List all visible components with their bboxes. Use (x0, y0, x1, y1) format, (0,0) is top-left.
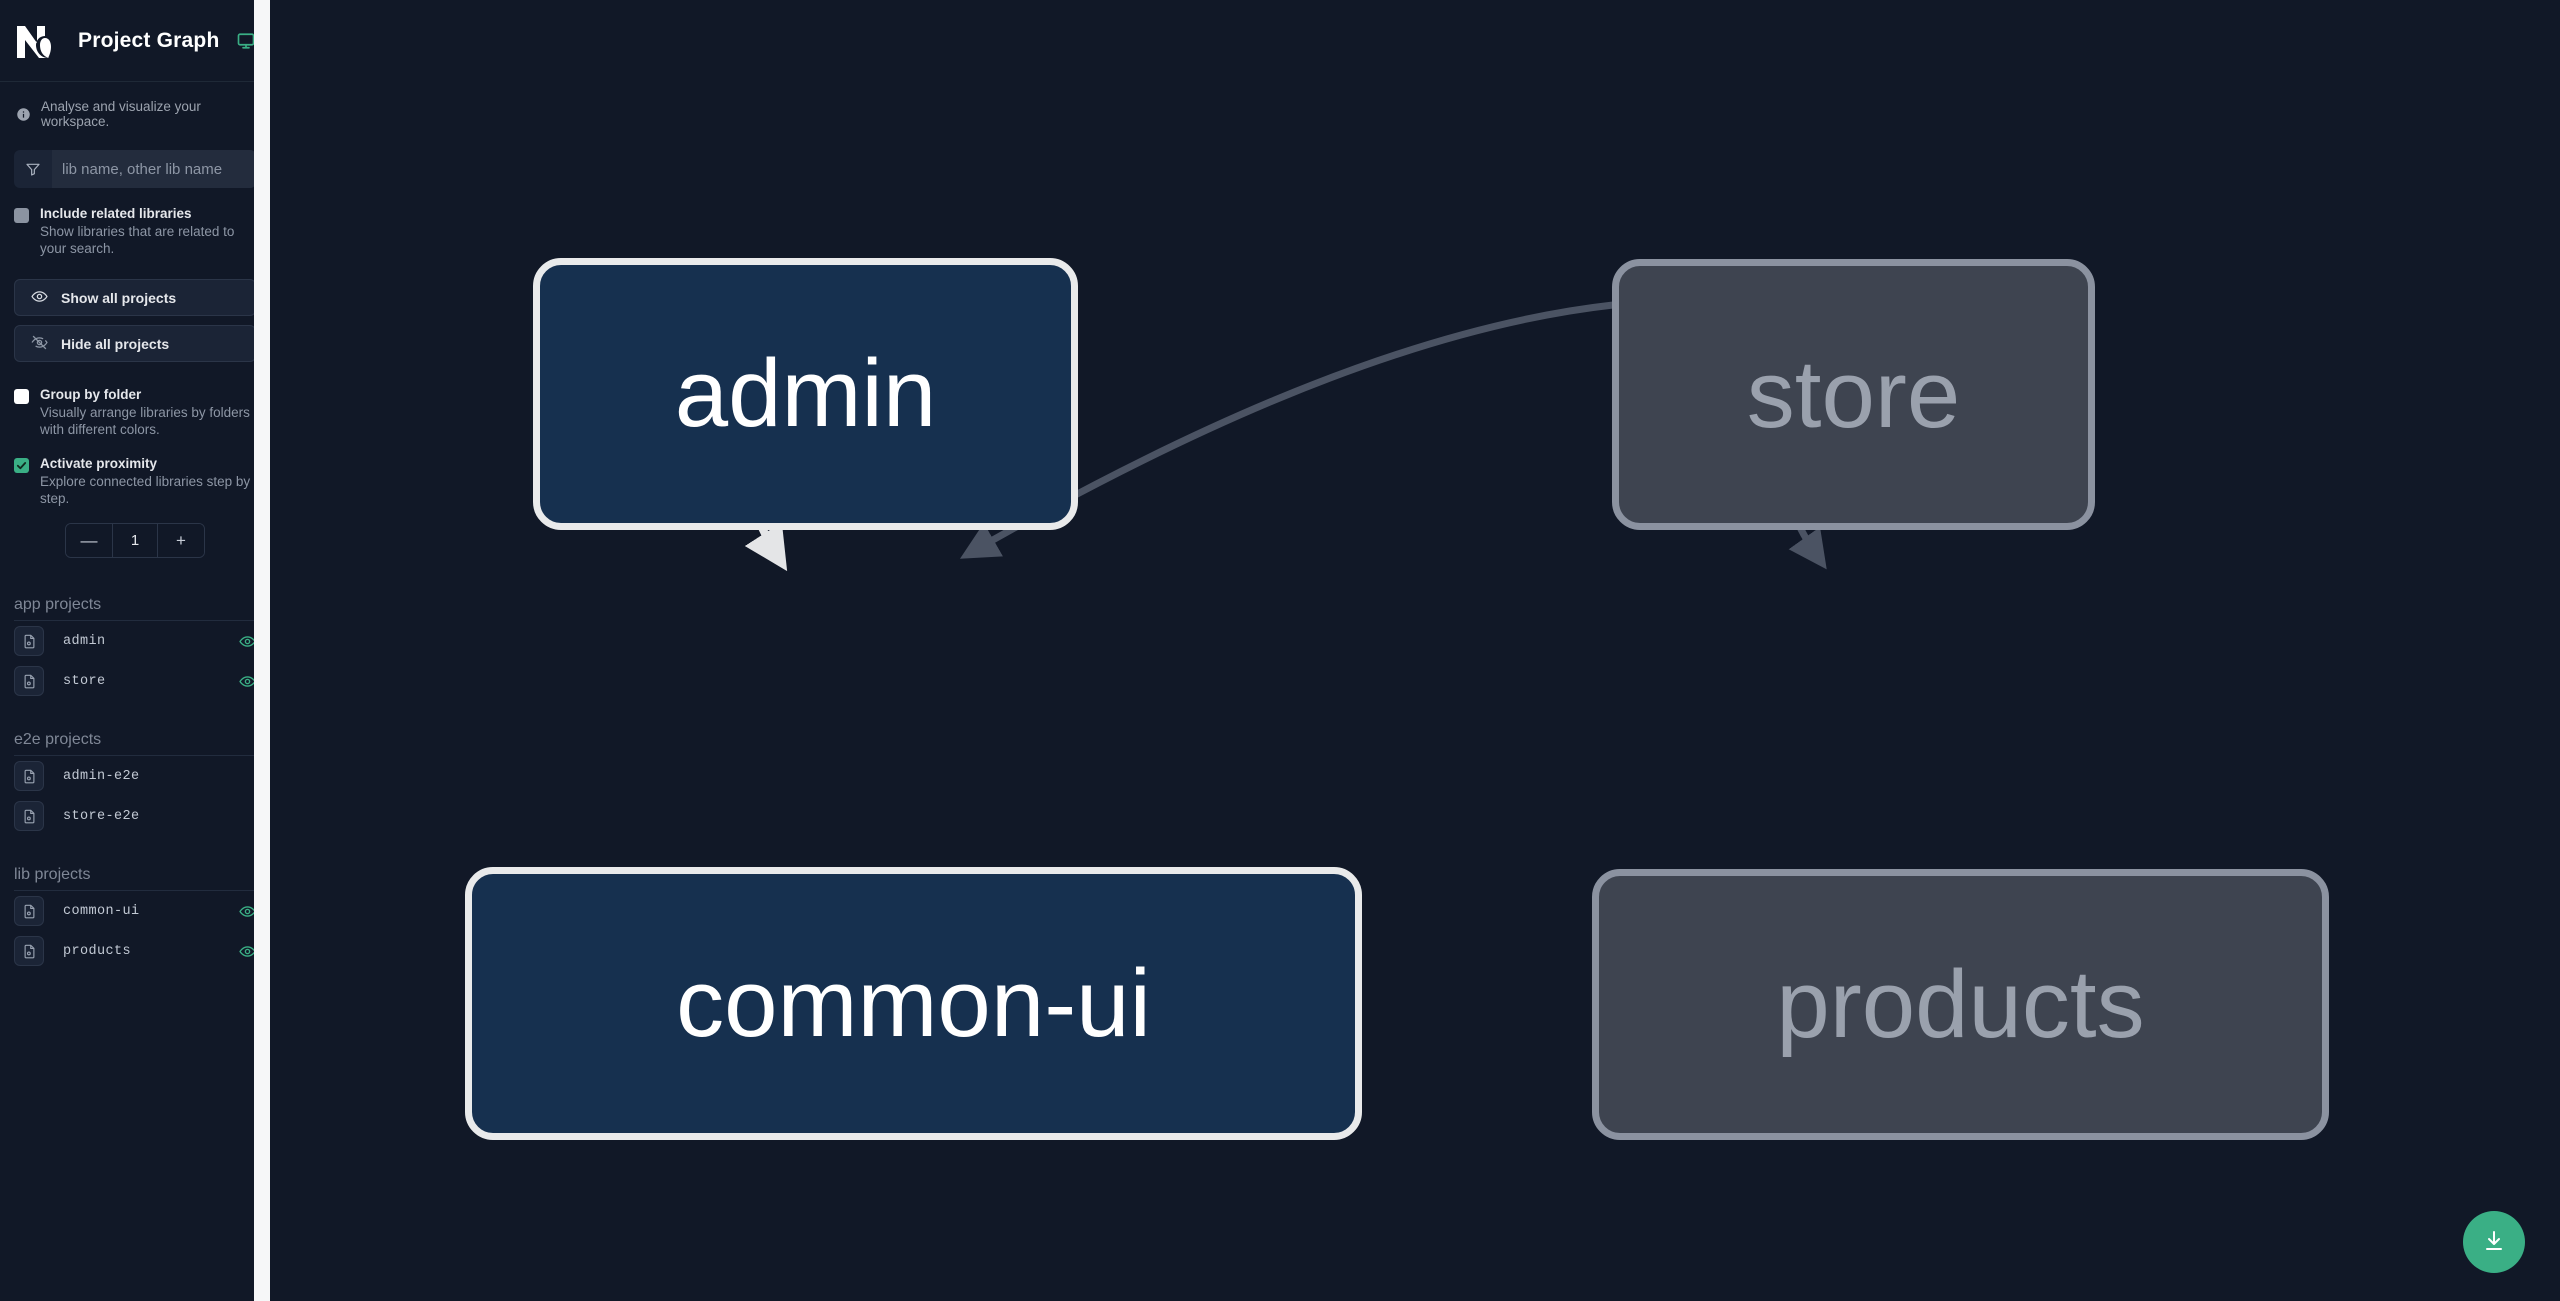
display-monitor-icon[interactable] (237, 32, 255, 50)
project-name: admin-e2e (63, 768, 140, 784)
project-name: store-e2e (63, 808, 140, 824)
project-file-icon (14, 801, 44, 831)
workspace-subtitle-text: Analyse and visualize your workspace. (41, 99, 201, 129)
eye-icon (31, 288, 48, 308)
option-activate-proximity[interactable]: Activate proximity Explore connected lib… (14, 455, 256, 507)
graph-node-products-label: products (1776, 950, 2145, 1058)
project-file-icon (14, 896, 44, 926)
include-related-libraries-checkbox[interactable] (14, 208, 29, 223)
option-group-by-folder[interactable]: Group by folder Visually arrange librari… (14, 386, 256, 438)
filter-icon (14, 150, 52, 188)
project-file-icon (14, 936, 44, 966)
list-item[interactable]: common-ui (14, 891, 256, 931)
project-name: common-ui (63, 903, 140, 919)
download-icon (2482, 1229, 2506, 1256)
hide-all-projects-label: Hide all projects (61, 335, 170, 352)
list-item[interactable]: admin-e2e (14, 756, 256, 796)
list-item[interactable]: store (14, 661, 256, 701)
project-graph-canvas[interactable]: admin store common-ui products (270, 0, 2560, 1301)
sidebar-header: Project Graph (0, 0, 270, 82)
graph-node-admin[interactable]: admin (533, 258, 1078, 530)
group-by-folder-checkbox[interactable] (14, 389, 29, 404)
workspace-subtitle: Analyse and visualize your workspace. (0, 82, 270, 129)
list-item[interactable]: store-e2e (14, 796, 256, 836)
show-all-projects-button[interactable]: Show all projects (14, 279, 256, 316)
project-file-icon (14, 666, 44, 696)
group-lib-projects: lib projects common-ui (14, 866, 256, 971)
list-item[interactable]: admin (14, 621, 256, 661)
proximity-stepper[interactable]: — 1 + (14, 523, 256, 558)
option-include-related-libraries[interactable]: Include related libraries Show libraries… (14, 205, 256, 257)
graph-node-common-ui[interactable]: common-ui (465, 867, 1362, 1140)
group-e2e-projects: e2e projects admin-e2e (14, 731, 256, 836)
sidebar: Project Graph Analyse and visualize your… (0, 0, 270, 1301)
group-app-projects-title: app projects (14, 596, 256, 621)
group-app-projects: app projects admin (14, 596, 256, 701)
graph-node-products[interactable]: products (1592, 869, 2329, 1140)
proximity-value: 1 (112, 524, 158, 557)
project-name: store (63, 673, 106, 689)
hide-all-projects-button[interactable]: Hide all projects (14, 325, 256, 362)
activate-proximity-label: Activate proximity (40, 456, 158, 471)
info-icon (16, 107, 32, 122)
project-file-icon (14, 626, 44, 656)
proximity-increment-button[interactable]: + (158, 524, 204, 557)
graph-node-admin-label: admin (674, 340, 937, 447)
show-all-projects-label: Show all projects (61, 289, 177, 306)
proximity-decrement-button[interactable]: — (66, 524, 112, 557)
project-name: products (63, 943, 132, 959)
page-title: Project Graph (78, 28, 220, 52)
include-related-libraries-description: Show libraries that are related to your … (40, 224, 235, 256)
eye-off-icon (31, 334, 48, 354)
group-by-folder-label: Group by folder (40, 387, 142, 402)
group-e2e-projects-title: e2e projects (14, 731, 256, 756)
graph-node-store[interactable]: store (1612, 259, 2095, 530)
activate-proximity-description: Explore connected libraries step by step… (40, 474, 251, 506)
group-lib-projects-title: lib projects (14, 866, 256, 891)
project-file-icon (14, 761, 44, 791)
activate-proximity-checkbox[interactable] (14, 458, 29, 473)
graph-node-common-ui-label: common-ui (676, 949, 1151, 1057)
graph-node-store-label: store (1746, 340, 1961, 448)
include-related-libraries-label: Include related libraries (40, 206, 192, 221)
project-name: admin (63, 633, 106, 649)
nx-logo-icon (14, 20, 60, 62)
search-input[interactable] (52, 150, 256, 188)
download-graph-button[interactable] (2463, 1211, 2525, 1273)
group-by-folder-description: Visually arrange libraries by folders wi… (40, 405, 250, 437)
sidebar-scrollbar[interactable] (254, 0, 270, 1301)
list-item[interactable]: products (14, 931, 256, 971)
search-filter-row[interactable] (14, 150, 256, 188)
